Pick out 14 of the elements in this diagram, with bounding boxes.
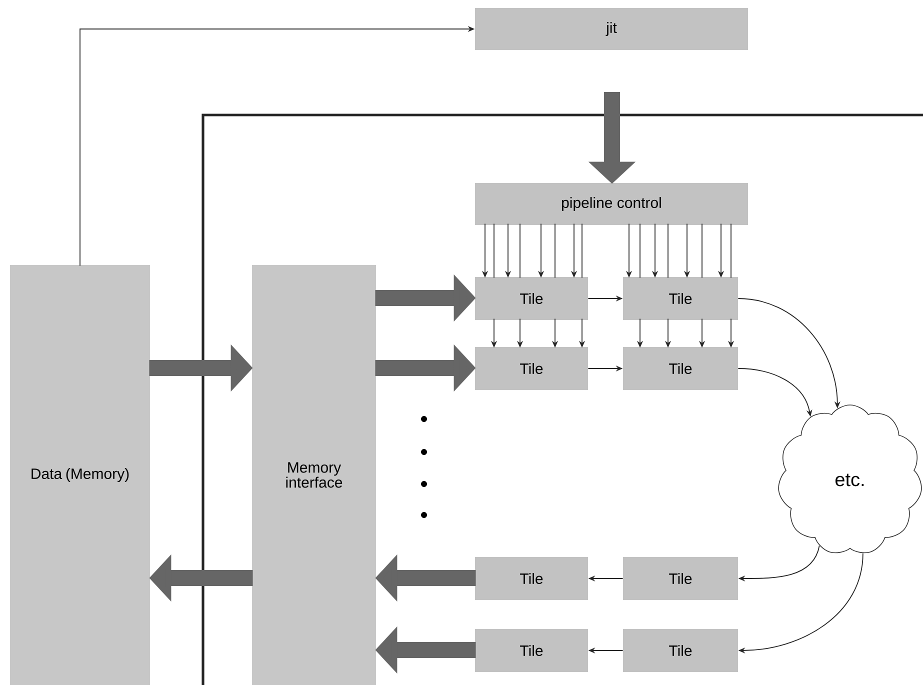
tile-box: Tile <box>475 629 588 672</box>
process-box: jit <box>475 8 748 50</box>
process-box: Data (Memory) <box>10 265 150 685</box>
connector-line <box>554 223 556 278</box>
process-box: pipeline control <box>475 183 748 225</box>
tile-box: Tile <box>623 629 738 672</box>
tile-box: Tile <box>475 557 588 600</box>
process-box: Memory interface <box>252 265 376 685</box>
connector-line <box>730 223 732 278</box>
tile-box: Tile <box>623 277 738 320</box>
tile-box: Tile <box>623 347 738 390</box>
tile-box: Tile <box>475 277 588 320</box>
tile-box: Tile <box>475 347 588 390</box>
tile-box: Tile <box>623 557 738 600</box>
